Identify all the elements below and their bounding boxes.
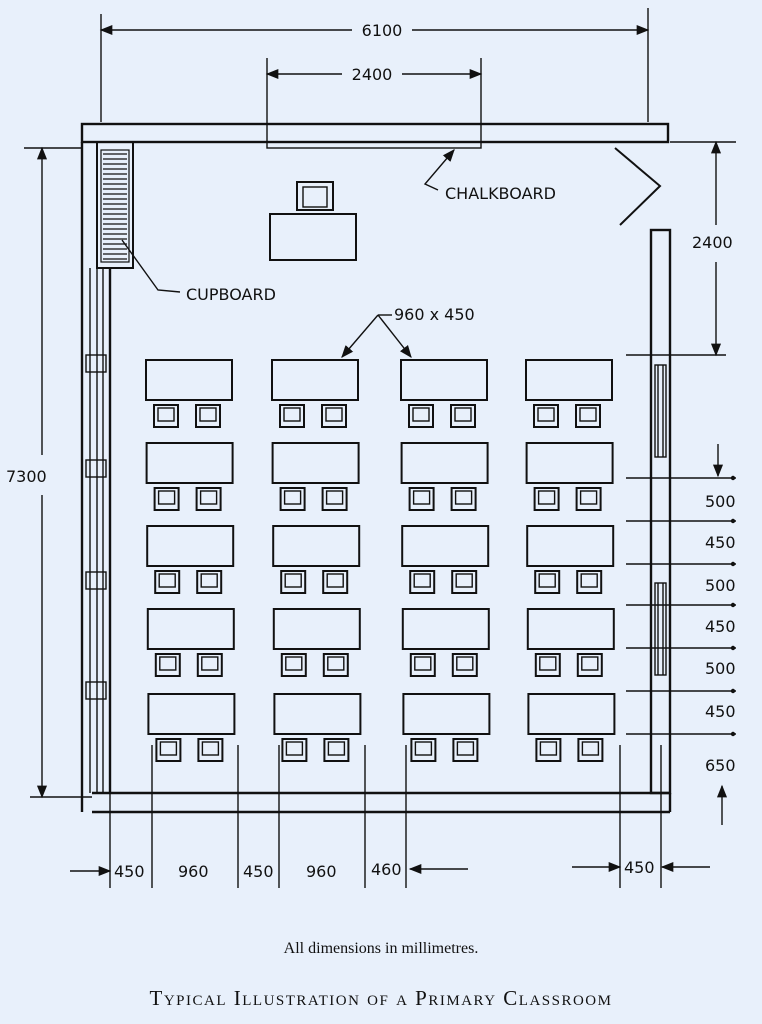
student-chair [533, 404, 559, 428]
student-desk [145, 442, 234, 484]
student-chair [322, 570, 349, 594]
student-chair [451, 570, 478, 594]
cupboard-label: CUPBOARD [186, 285, 276, 304]
student-chair [154, 653, 181, 677]
row-spacing-label: 500 [705, 659, 736, 678]
row-spacing-label: 500 [705, 576, 736, 595]
student-desk [273, 693, 362, 735]
student-desk [401, 608, 490, 650]
left-windows [85, 268, 107, 793]
student-desk [527, 693, 616, 735]
student-desk [272, 608, 361, 650]
board-to-window-dimension: 2400 [626, 140, 736, 357]
student-chair [155, 738, 182, 762]
student-chair [279, 404, 305, 428]
student-chair [452, 738, 479, 762]
student-chair [577, 738, 604, 762]
chalkboard-width-label: 2400 [352, 65, 393, 84]
student-desk [401, 525, 490, 567]
student-desk [147, 693, 236, 735]
bottom-dim-5: 460 [371, 860, 402, 879]
length-dimension: 7300 [6, 146, 92, 799]
student-chair [450, 487, 477, 511]
chalkboard [266, 141, 482, 149]
row-spacing-label: 450 [705, 702, 736, 721]
figure-title: Typical Illustration of a Primary Classr… [149, 986, 613, 1010]
student-chair [196, 653, 223, 677]
classroom-floor-plan: 6100 2400 7300 2400 500 450 500 450 500 450 65… [6, 8, 736, 888]
bottom-dim-2: 960 [178, 862, 209, 881]
student-chair [534, 653, 561, 677]
student-chair [280, 570, 307, 594]
student-chair [321, 487, 348, 511]
student-chair [321, 404, 347, 428]
student-desk [146, 608, 235, 650]
student-chair [409, 570, 436, 594]
student-desk [526, 608, 615, 650]
student-chair [533, 487, 560, 511]
bottom-dim-4: 960 [306, 862, 337, 881]
student-desk [145, 359, 233, 401]
student-chair [410, 738, 437, 762]
student-chair [280, 653, 307, 677]
student-desk [146, 525, 235, 567]
student-desk [272, 525, 361, 567]
cupboard [96, 141, 134, 269]
bottom-dim-3: 450 [243, 862, 274, 881]
room-walls [80, 122, 672, 814]
bottom-dim-1: 450 [114, 862, 145, 881]
door-swing [614, 147, 662, 226]
desk-size-label: 960 x 450 [394, 305, 475, 324]
student-chair [322, 653, 349, 677]
bottom-dim-6: 450 [624, 858, 655, 877]
student-chair [408, 487, 435, 511]
row-spacing-label: 450 [705, 533, 736, 552]
student-chair [153, 487, 180, 511]
length-dimension-label: 7300 [6, 467, 47, 486]
student-desks [145, 359, 616, 762]
row-spacing-label: 450 [705, 617, 736, 636]
student-chair [450, 404, 476, 428]
student-chair [153, 404, 179, 428]
dimensions-note: All dimensions in millimetres. [283, 940, 479, 957]
student-chair [408, 404, 434, 428]
teacher-chair [296, 181, 334, 211]
student-desk [525, 359, 613, 401]
student-chair [576, 570, 603, 594]
student-chair [575, 404, 601, 428]
student-desk [400, 442, 489, 484]
bottom-dimensions: 450 960 450 960 460 450 [70, 745, 710, 888]
student-desk [400, 359, 488, 401]
student-chair [195, 404, 221, 428]
student-chair [575, 487, 602, 511]
chalkboard-label: CHALKBOARD [445, 184, 556, 203]
student-desk [402, 693, 491, 735]
student-chair [535, 738, 562, 762]
teacher-desk [269, 213, 357, 261]
student-chair [197, 738, 224, 762]
board-to-window-label: 2400 [692, 233, 733, 252]
student-desk [271, 442, 360, 484]
row-spacing-label: 650 [705, 756, 736, 775]
student-chair [576, 653, 603, 677]
student-chair [279, 487, 306, 511]
student-desk [526, 525, 615, 567]
student-chair [323, 738, 350, 762]
width-dimension-label: 6100 [362, 21, 403, 40]
student-chair [534, 570, 561, 594]
label-leaders [121, 149, 455, 358]
student-desk [525, 442, 614, 484]
student-chair [154, 570, 181, 594]
student-desk [271, 359, 359, 401]
top-dimensions: 6100 2400 [99, 8, 650, 142]
student-chair [281, 738, 308, 762]
right-windows [654, 364, 667, 676]
student-chair [409, 653, 436, 677]
student-chair [451, 653, 478, 677]
row-spacing-dimensions: 500 450 500 450 500 450 650 [626, 444, 736, 825]
student-chair [196, 570, 223, 594]
student-chair [195, 487, 222, 511]
row-spacing-label: 500 [705, 492, 736, 511]
